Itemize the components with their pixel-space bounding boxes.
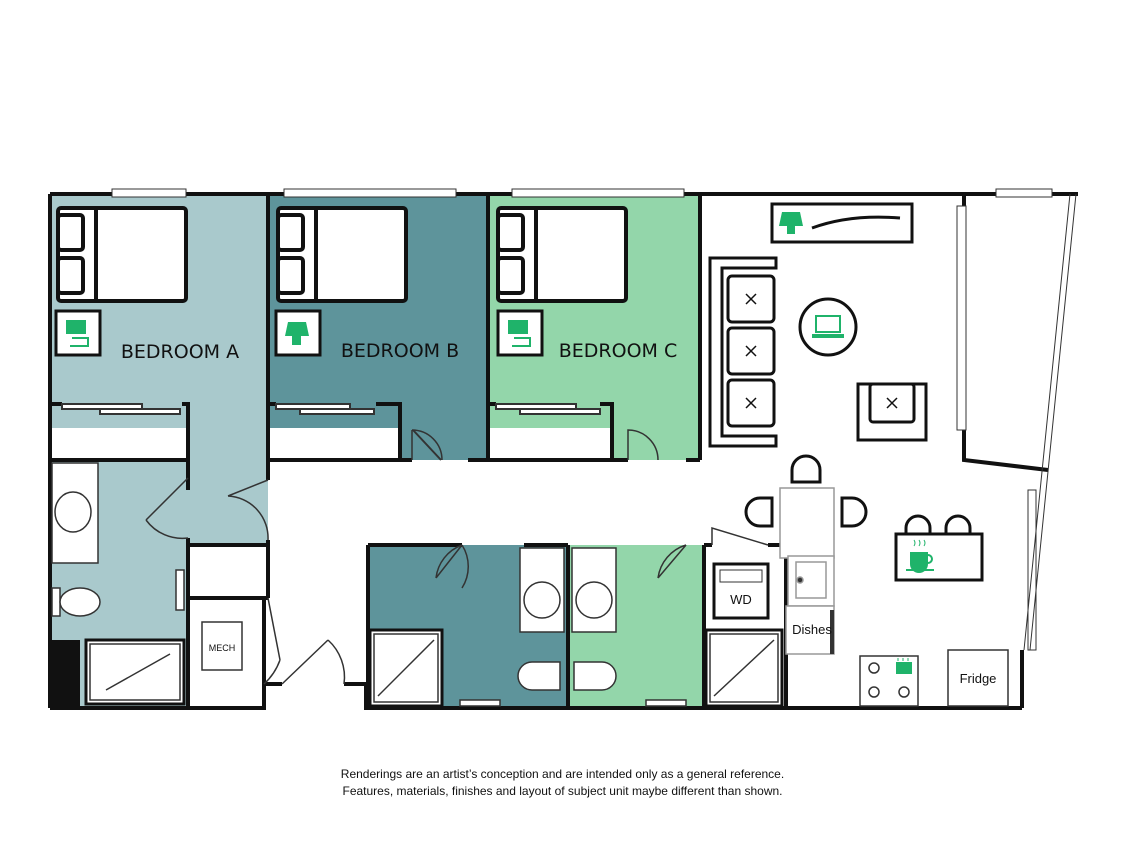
- bedroom-c-label: BEDROOM C: [559, 340, 677, 362]
- bed-a: [56, 206, 188, 303]
- dishes-label: Dishes: [792, 622, 832, 637]
- mech-label: MECH: [209, 643, 236, 653]
- mech-closet: MECH: [201, 621, 243, 671]
- washer-dryer: WD: [712, 562, 770, 620]
- phone-charger-icon: [496, 309, 544, 357]
- closet-doors: [61, 403, 601, 415]
- bath-a-fixtures: [50, 462, 186, 708]
- kitchen-island: Dishes: [779, 487, 835, 655]
- fridge-label: Fridge: [960, 671, 997, 686]
- disclaimer: Renderings are an artist’s conception an…: [0, 766, 1125, 800]
- armchair: [856, 382, 928, 442]
- bath-bc-fixtures: [368, 547, 784, 708]
- laptop-icon: [798, 297, 858, 357]
- lamp-icon: [274, 309, 322, 357]
- swing-doors: [145, 429, 769, 685]
- walls: [48, 192, 1078, 710]
- tv-icon: [770, 202, 914, 244]
- disclaimer-line-2: Features, materials, finishes and layout…: [342, 784, 783, 798]
- stove: [859, 655, 919, 707]
- bedroom-b-label: BEDROOM B: [341, 340, 459, 362]
- bedroom-a-label: BEDROOM A: [121, 341, 239, 363]
- wd-label: WD: [730, 592, 752, 607]
- coffee-icon: [906, 539, 934, 573]
- windows: [111, 188, 1077, 651]
- dining-table: [894, 514, 984, 582]
- nightstands: [54, 309, 544, 357]
- stools: [744, 454, 868, 528]
- phone-charger-icon: [54, 309, 102, 357]
- fridge: Fridge: [947, 649, 1009, 707]
- bed-c: [496, 206, 628, 303]
- disclaimer-line-1: Renderings are an artist’s conception an…: [340, 767, 785, 781]
- beds: [56, 206, 628, 303]
- sofa: [708, 256, 778, 448]
- bed-b: [276, 206, 408, 303]
